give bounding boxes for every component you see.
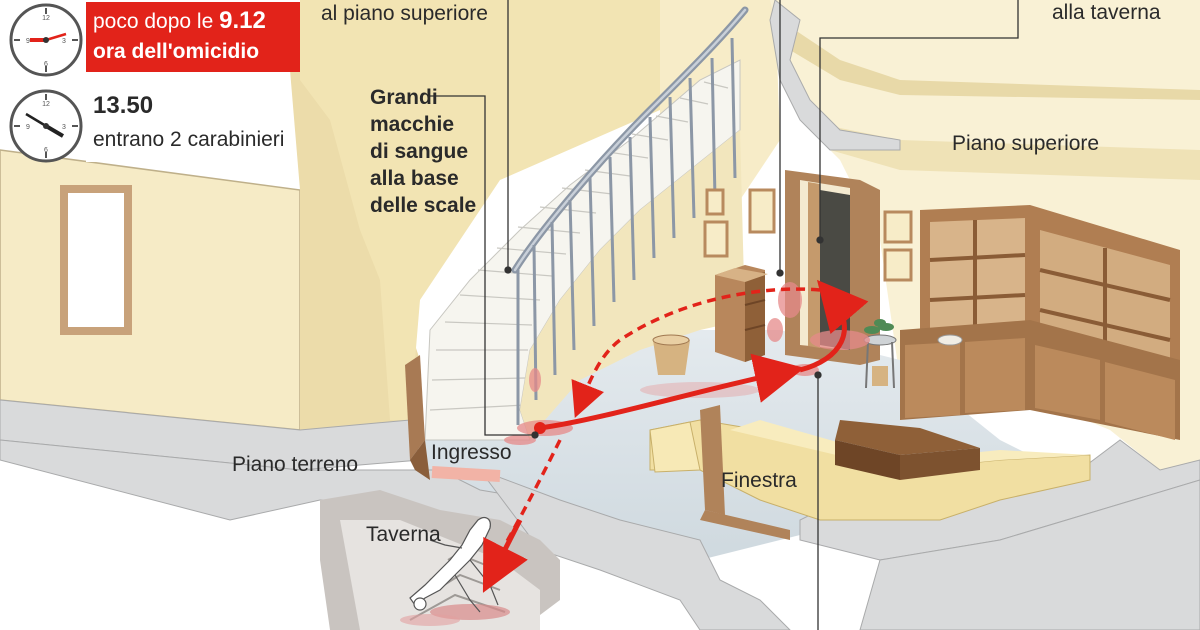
solid-taverna-arrow [482, 518, 528, 593]
bookshelf [900, 205, 1180, 440]
svg-text:6: 6 [44, 61, 48, 68]
label-to-taverna: alla taverna [1052, 1, 1161, 24]
svg-text:12: 12 [42, 15, 50, 22]
label-tavern: Taverna [366, 523, 441, 546]
label-upper-floor: Piano superiore [952, 132, 1100, 155]
label-blood-stains: Grandi macchie di sangue alla base delle… [370, 84, 476, 219]
basket [652, 334, 690, 375]
label-upper-stairs: al piano superiore [321, 2, 488, 25]
event2-panel [86, 84, 290, 162]
event1-time: 9.12 [219, 7, 266, 34]
small-cabinet [715, 265, 768, 362]
wall-frames [703, 188, 913, 282]
sofa [649, 419, 1091, 521]
label-window: Finestra [721, 469, 797, 492]
svg-text:3: 3 [62, 124, 66, 131]
path-arrows [431, 279, 869, 593]
blood-line-2: macchie [370, 113, 455, 136]
svg-text:6: 6 [44, 147, 48, 154]
svg-text:12: 12 [42, 101, 50, 108]
event2-desc: entrano 2 carabinieri [93, 128, 285, 151]
event1-line1: poco dopo le 9.12 [93, 7, 266, 35]
label-ground-floor: Piano terreno [232, 453, 359, 476]
window-frame [700, 405, 790, 540]
event2-time: 13.50 [93, 92, 154, 119]
event1-banner [86, 2, 300, 72]
dashed-taverna-arrow [503, 439, 562, 546]
event1-desc: ora dell'omicidio [93, 40, 260, 63]
staircase [424, 6, 749, 441]
svg-text:9: 9 [26, 124, 30, 131]
blood-line-4: alla base [370, 167, 459, 190]
entrance-arrow [431, 466, 501, 482]
svg-text:9: 9 [26, 38, 30, 45]
label-entrance: Ingresso [431, 441, 512, 464]
clock-icon: 12 3 6 9 [9, 89, 83, 163]
dashed-path-arrow [571, 287, 821, 418]
solid-path-arrow [539, 353, 805, 431]
solid-return-arrow [799, 279, 869, 373]
stair-wall [405, 355, 430, 480]
leader-lines [430, 0, 1019, 630]
clock-icon: 12 3 6 9 [9, 3, 83, 77]
svg-text:3: 3 [62, 38, 66, 45]
blood-line-1: Grandi [370, 86, 438, 109]
blood-line-5: delle scale [370, 194, 477, 217]
victim-figure [409, 517, 499, 613]
blood-line-3: di sangue [370, 140, 469, 163]
event1-prefix: poco dopo le [93, 10, 220, 33]
